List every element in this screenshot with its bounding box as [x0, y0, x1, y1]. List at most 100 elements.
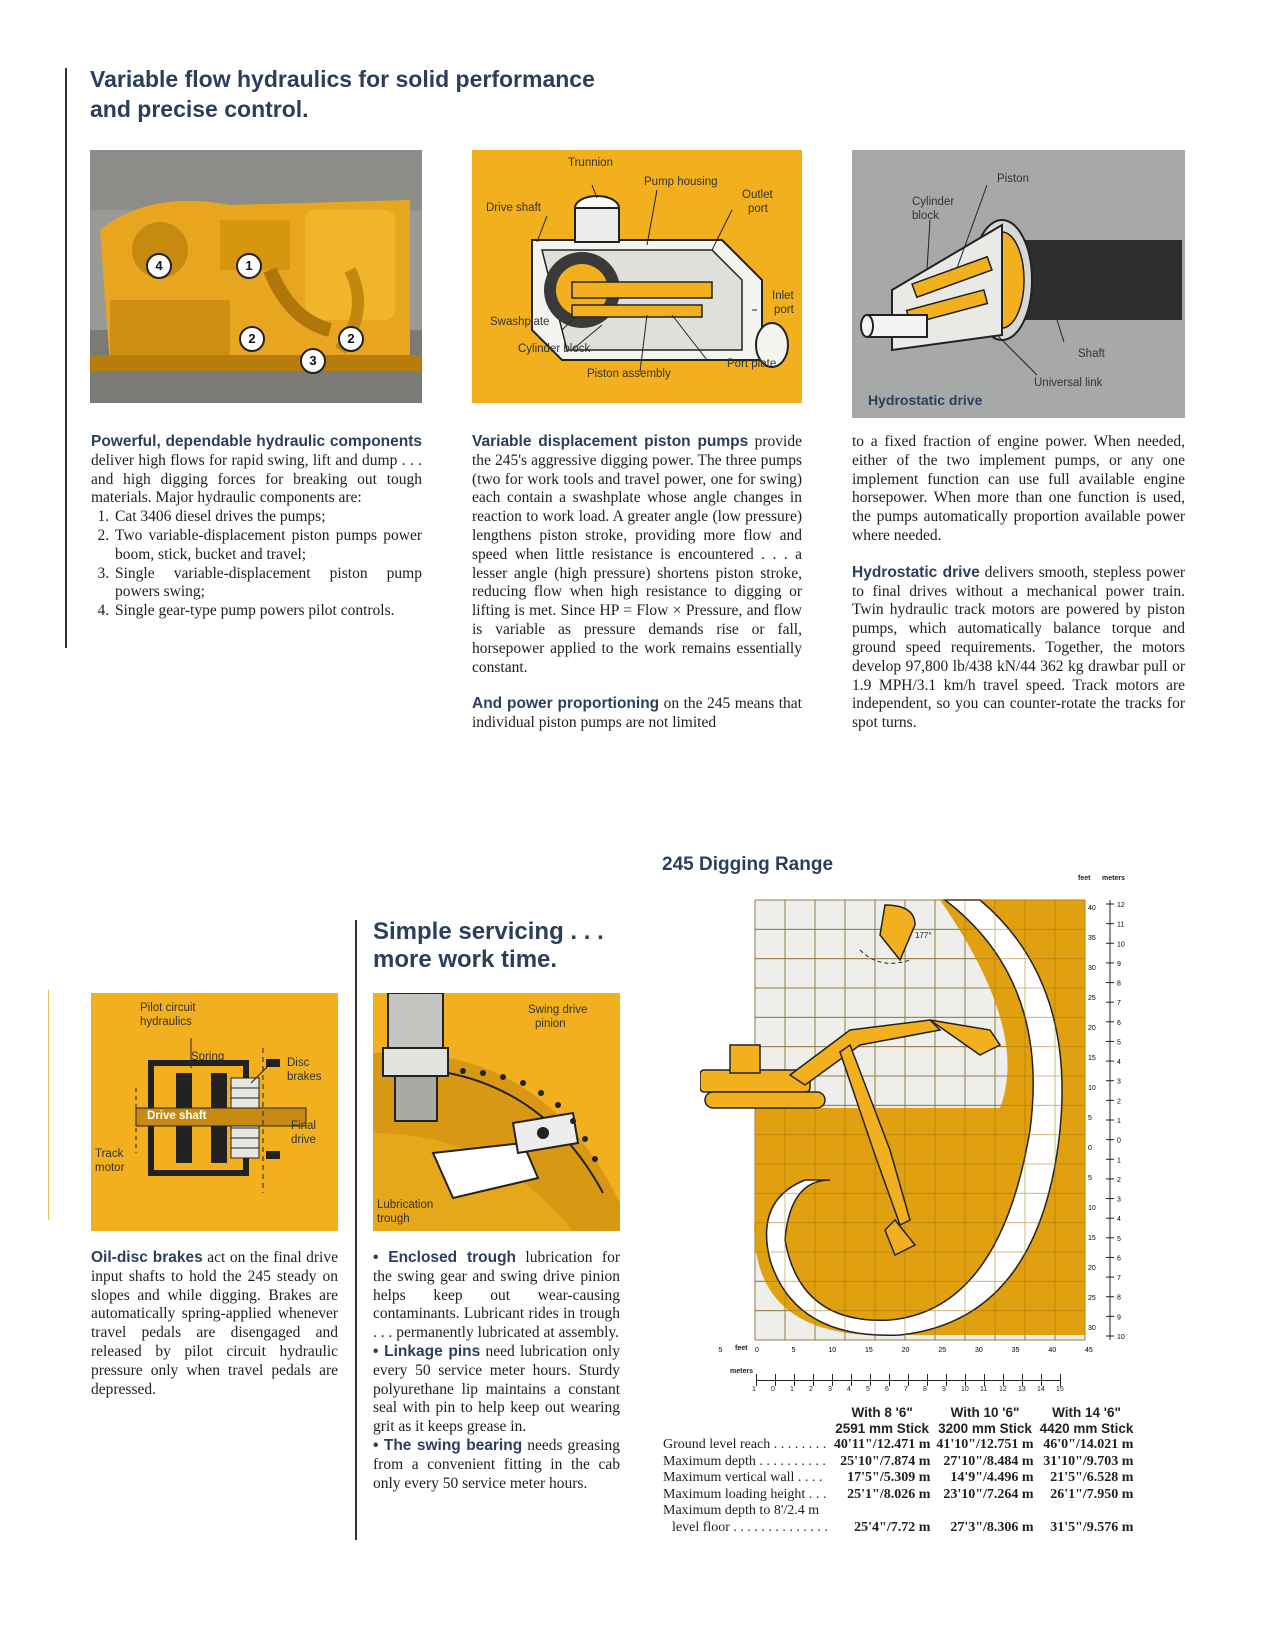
axis-tick [1060, 1374, 1061, 1386]
axis-tick-label: 10 [828, 1347, 836, 1354]
axis-tick-label: 2 [1117, 1098, 1121, 1105]
axis-tick-label: 20 [902, 1347, 910, 1354]
cell-value: 25'1"/8.026 m [847, 1486, 931, 1502]
label-universal-link: Universal link [1034, 377, 1103, 389]
axis-tick-label: 15 [1056, 1386, 1064, 1393]
axis-tick-label: 30 [1088, 1325, 1096, 1332]
axis-tick [1022, 1374, 1023, 1386]
axis-tick-label: 4 [847, 1386, 851, 1393]
label-hydraulics: hydraulics [140, 1016, 192, 1028]
heading-rule [65, 68, 67, 648]
table-row: Ground level reach . . . . . . . . 40'11… [660, 1437, 1136, 1454]
axis-tick [908, 1374, 909, 1386]
axis-tick-label: 7 [1117, 1275, 1121, 1282]
axis-tick-label: 5 [866, 1386, 870, 1393]
axis-tick-label: 40 [1088, 905, 1096, 912]
axis-tick [965, 1374, 966, 1386]
label-pinion: pinion [535, 1018, 566, 1030]
cell-value: 31'5"/9.576 m [1050, 1519, 1134, 1535]
axis-tick-label: 14 [1037, 1386, 1045, 1393]
col1-lead: Powerful, dependable hydraulic component… [91, 433, 422, 450]
axis-tick [794, 1374, 795, 1386]
label-pump-housing: Pump housing [644, 176, 718, 188]
axis-tick-label: 10 [1117, 1334, 1125, 1341]
axis-tick-label: 40 [1048, 1347, 1056, 1354]
cell-value: 40'11"/12.471 m [833, 1437, 931, 1452]
axis-tick-label: 13 [1018, 1386, 1026, 1393]
col2-p1-lead: Variable displacement piston pumps [472, 433, 749, 450]
hydraulics-column-3: to a fixed fraction of engine power. Whe… [852, 433, 1185, 751]
axis-tick [756, 1374, 757, 1386]
brakes-lead: Oil-disc brakes [91, 1249, 203, 1266]
swing-gear-diagram: Swing drive pinion Lubrication trough [373, 993, 620, 1231]
axis-tick-label: 6 [1117, 1255, 1121, 1262]
bullet-1-lead: • Enclosed trough [373, 1249, 517, 1266]
brakes-body: act on the final drive input shafts to h… [91, 1249, 338, 1398]
bucket-angle-label: 177° [915, 931, 932, 940]
col1-body: deliver high flows for rapid swing, lift… [91, 451, 422, 507]
servicing-title: Simple servicing . . . more work time. [373, 918, 673, 974]
header-line1: With 8 '6" [851, 1405, 913, 1420]
axis-tick-label: 5 [1117, 1039, 1121, 1046]
axis-tick-label: 12 [1117, 902, 1125, 909]
brake-diagram: Pilot circuit hydraulics Spring Disc bra… [91, 993, 338, 1231]
axis-tick-label: 12 [999, 1386, 1007, 1393]
label-piston: Piston [997, 173, 1029, 185]
axis-tick-label: 35 [1012, 1347, 1020, 1354]
hydrostatic-illustration [860, 184, 1182, 376]
axis-tick [832, 1374, 833, 1386]
cell-value: 25'4"/7.72 m [854, 1519, 931, 1535]
engine-badge-2a: 2 [239, 326, 265, 352]
hydrostatic-diagram: Piston Cylinder block Shaft Universal li… [852, 150, 1185, 418]
row-label: Maximum depth to 8'/2.4 m [663, 1503, 820, 1518]
axis-tick-label: 0 [755, 1347, 759, 1354]
row-label: Maximum vertical wall . . . . [663, 1470, 823, 1485]
hydraulics-column-2: Variable displacement piston pumps provi… [472, 433, 802, 751]
cell-value: 25'10"/7.874 m [840, 1453, 931, 1469]
feet-label-bottom: feet [735, 1345, 748, 1352]
pump-illustration [531, 184, 789, 373]
label-pilot-circuit: Pilot circuit [140, 1002, 196, 1014]
label-motor: motor [95, 1162, 125, 1174]
page-title-line1: Variable flow hydraulics for solid perfo… [90, 66, 595, 92]
axis-tick-label: 2 [1117, 1177, 1121, 1184]
header-line1: With 14 '6" [1052, 1405, 1121, 1420]
page-title-line2: and precise control. [90, 96, 309, 122]
engine-badge-3: 3 [300, 348, 326, 374]
axis-tick [1041, 1374, 1042, 1386]
axis-tick-label: 3 [1117, 1197, 1121, 1204]
axis-tick-label: 8 [923, 1386, 927, 1393]
axis-tick-label: 4 [1117, 1216, 1121, 1223]
feet-label-top: feet [1078, 875, 1091, 882]
list-item: Single gear-type pump powers pilot contr… [113, 602, 422, 621]
engine-badge-4: 4 [146, 253, 172, 279]
label-brakes: brakes [287, 1071, 322, 1083]
axis-tick [889, 1374, 890, 1386]
brake-illustration [135, 1038, 307, 1193]
label-inlet: Inlet [772, 290, 794, 302]
axis-tick-label: 0 [771, 1386, 775, 1393]
cell-value: 27'10"/8.484 m [943, 1453, 1034, 1469]
axis-tick-label: 35 [1088, 935, 1096, 942]
label-outlet-port: port [748, 203, 768, 215]
bullet-3-lead: • The swing bearing [373, 1436, 523, 1454]
table-row: Maximum loading height . . . 25'1"/8.026… [660, 1487, 1136, 1504]
list-item: Single variable-displacement piston pump… [113, 565, 422, 603]
axis-tick-label: 25 [1088, 995, 1096, 1002]
axis-tick-label: 3 [1117, 1079, 1121, 1086]
engine-photo: 4 1 2 3 2 [90, 150, 422, 403]
header-line2: 2591 mm Stick [835, 1421, 930, 1436]
col2-p2-body: on the 245 means that individual piston … [472, 695, 802, 732]
meters-label-bottom: meters [730, 1368, 753, 1375]
axis-tick-label: 9 [1117, 961, 1121, 968]
axis-tick-label: 11 [1117, 922, 1124, 929]
axis-tick-label: 45 [1085, 1347, 1093, 1354]
label-inlet-port: port [774, 304, 794, 316]
axis-tick-label: 20 [1088, 1025, 1096, 1032]
label-outlet: Outlet [742, 189, 773, 201]
axis-tick-label: 5 [718, 1347, 722, 1354]
axis-tick-label: 15 [1088, 1235, 1096, 1242]
axis-tick [946, 1374, 947, 1386]
digging-spec-table: With 8 '6"2591 mm Stick With 10 '6"3200 … [660, 1405, 1136, 1536]
axis-tick-label: 10 [1117, 941, 1125, 948]
